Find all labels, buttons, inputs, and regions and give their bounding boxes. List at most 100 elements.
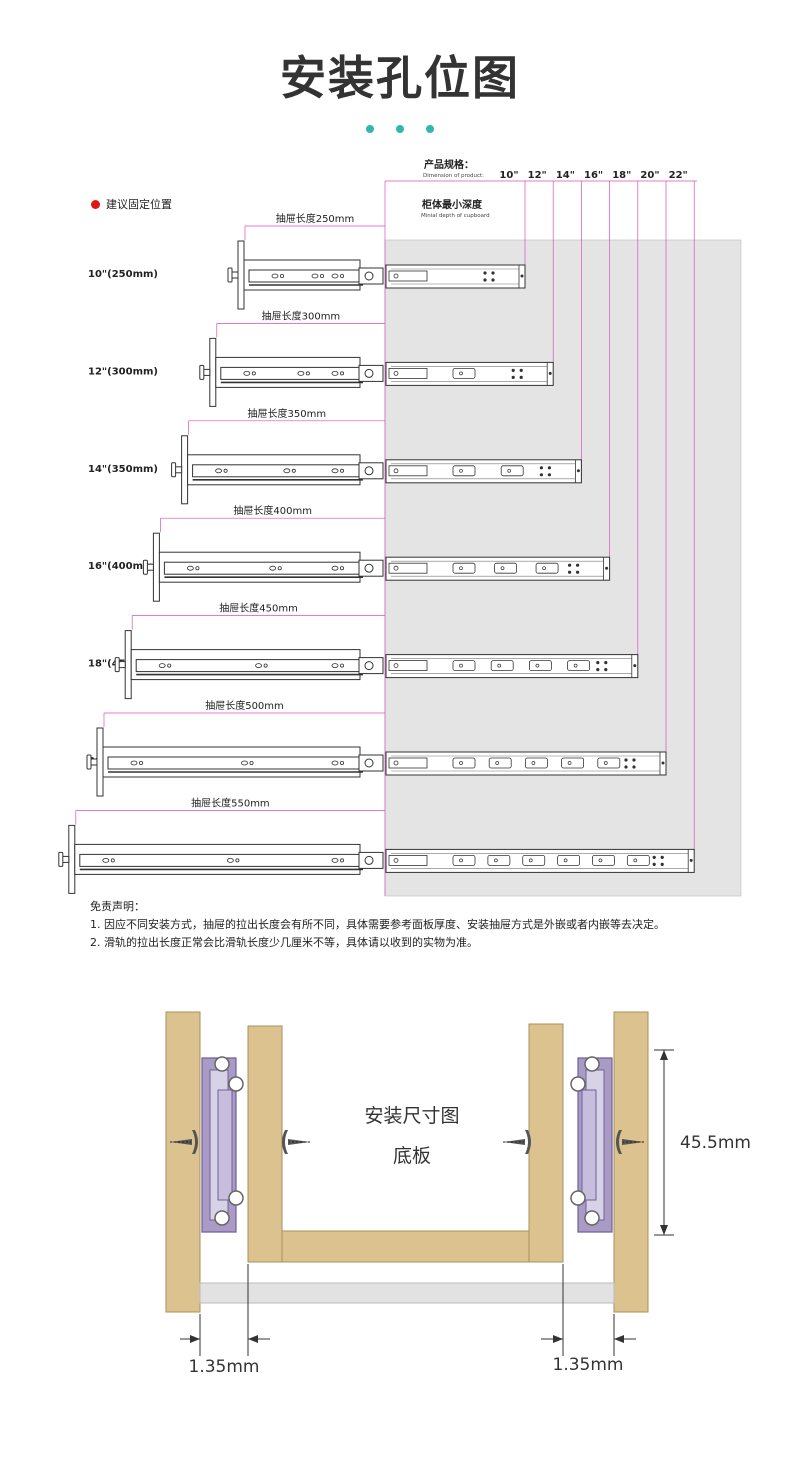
mount-hole: [339, 468, 344, 473]
knob-icon: [142, 559, 148, 575]
spec-label-en: Dimension of product:: [423, 173, 484, 179]
outer-rail: [385, 459, 582, 484]
slide-row: 12"(300mm)抽屉长度300mm: [88, 309, 554, 407]
mount-hole: [319, 273, 324, 278]
size-column-label: 10": [499, 170, 518, 181]
installation-dimension-diagram: 安装尺寸图 底板 45.5mm 1.35mm 1.35mm: [165, 1011, 751, 1377]
drawer-front-panel: [96, 727, 104, 797]
mount-hole: [311, 273, 319, 279]
slotted-hole: [535, 562, 559, 574]
mount-hole: [331, 565, 339, 571]
mount-hole: [138, 761, 143, 766]
mount-hole: [251, 371, 256, 376]
slotted-hole: [452, 660, 476, 671]
mount-hole: [339, 761, 344, 766]
drawer-length-label: 抽屉长度350mm: [248, 407, 327, 420]
drawer-front-panel: [124, 630, 132, 700]
mount-hole: [279, 273, 284, 278]
mount-hole: [459, 858, 463, 863]
lever-pivot: [364, 855, 374, 865]
gap-label-left: 1.35mm: [189, 1357, 260, 1377]
row-label: 10"(250mm): [88, 269, 158, 280]
end-hole: [689, 858, 693, 862]
end-hole: [576, 469, 580, 473]
drawer-side-left: [247, 1025, 283, 1263]
mount-hole: [497, 663, 502, 668]
inner-rail: [248, 269, 360, 283]
screw-slot: [388, 757, 428, 769]
mount-hole: [495, 761, 500, 765]
slotted-hole: [494, 562, 517, 574]
rear-hole: [624, 758, 628, 762]
dot: [366, 125, 374, 133]
bottom-board-label: 底板: [393, 1145, 431, 1167]
slotted-hole: [452, 757, 476, 769]
mount-hole: [393, 273, 399, 279]
mount-hole: [573, 663, 578, 668]
knob-icon: [114, 657, 120, 673]
screw-slot: [388, 855, 428, 866]
mount-hole: [339, 663, 344, 668]
mount-hole: [393, 663, 399, 668]
row-label: 14"(350mm): [88, 464, 158, 475]
spec-label: 产品规格：: [424, 158, 474, 171]
rear-hole: [519, 375, 523, 379]
rear-hole: [652, 862, 656, 867]
mount-hole: [305, 371, 310, 376]
rear-hole: [568, 570, 572, 574]
mount-hole: [459, 761, 463, 765]
slotted-hole: [597, 757, 621, 769]
end-hole: [633, 664, 637, 668]
mount-hole: [158, 663, 166, 668]
slotted-hole: [488, 757, 512, 769]
screw-slot: [388, 562, 428, 574]
mount-hole: [291, 468, 296, 473]
rear-hole: [624, 765, 628, 769]
end-hole: [605, 566, 609, 570]
slotted-hole: [490, 660, 514, 671]
mount-hole: [167, 663, 172, 668]
rear-hole: [491, 271, 495, 275]
mount-hole: [393, 858, 399, 863]
rear-hole: [539, 466, 544, 470]
disclaimer-title: 免责声明：: [90, 900, 145, 913]
inner-rail: [107, 756, 360, 770]
mount-hole: [633, 858, 638, 863]
drawer-length-label: 抽屉长度300mm: [262, 309, 341, 322]
mount-hole: [331, 663, 339, 668]
rear-hole: [576, 563, 580, 567]
legend-label: 建议固定位置: [106, 198, 172, 211]
drawer-length-label: 抽屉长度550mm: [191, 796, 270, 809]
hole-position-diagram: 产品规格： Dimension of product: 柜体最小深度 Minia…: [58, 158, 742, 897]
disclaimer: 免责声明： 1. 因应不同安装方式，抽屉的拉出长度会有所不同，具体需要参考面板厚…: [90, 898, 665, 952]
slide-rail-left: [169, 1056, 311, 1233]
slide-row: 10"(250mm)抽屉长度250mm: [88, 212, 526, 310]
rear-hole: [511, 375, 515, 379]
dot: [396, 125, 404, 133]
knob-icon: [171, 462, 177, 478]
mount-hole: [223, 468, 228, 473]
mount-hole: [567, 761, 572, 765]
mount-hole: [110, 858, 115, 863]
mount-hole: [331, 760, 339, 766]
mount-hole: [535, 663, 540, 668]
drawer-front-panel: [237, 240, 245, 310]
mount-hole: [494, 858, 498, 863]
inner-rail: [192, 464, 360, 478]
slide-rail-right: [502, 1056, 645, 1233]
red-dot-icon: [91, 200, 100, 209]
screw-slot: [388, 367, 428, 379]
dot: [426, 125, 434, 133]
mount-hole: [528, 858, 533, 863]
cabinet-side-left: [165, 1011, 201, 1313]
rear-hole: [539, 473, 544, 477]
mount-hole: [507, 468, 512, 473]
slotted-hole: [452, 562, 476, 574]
mount-hole: [459, 468, 463, 473]
slide-row: 16"(400mm)抽屉长度400mm: [88, 504, 611, 602]
base-board: [199, 1282, 615, 1304]
mount-hole: [459, 566, 463, 571]
mount-hole: [393, 468, 399, 474]
end-hole: [548, 371, 552, 375]
mount-hole: [186, 565, 194, 571]
